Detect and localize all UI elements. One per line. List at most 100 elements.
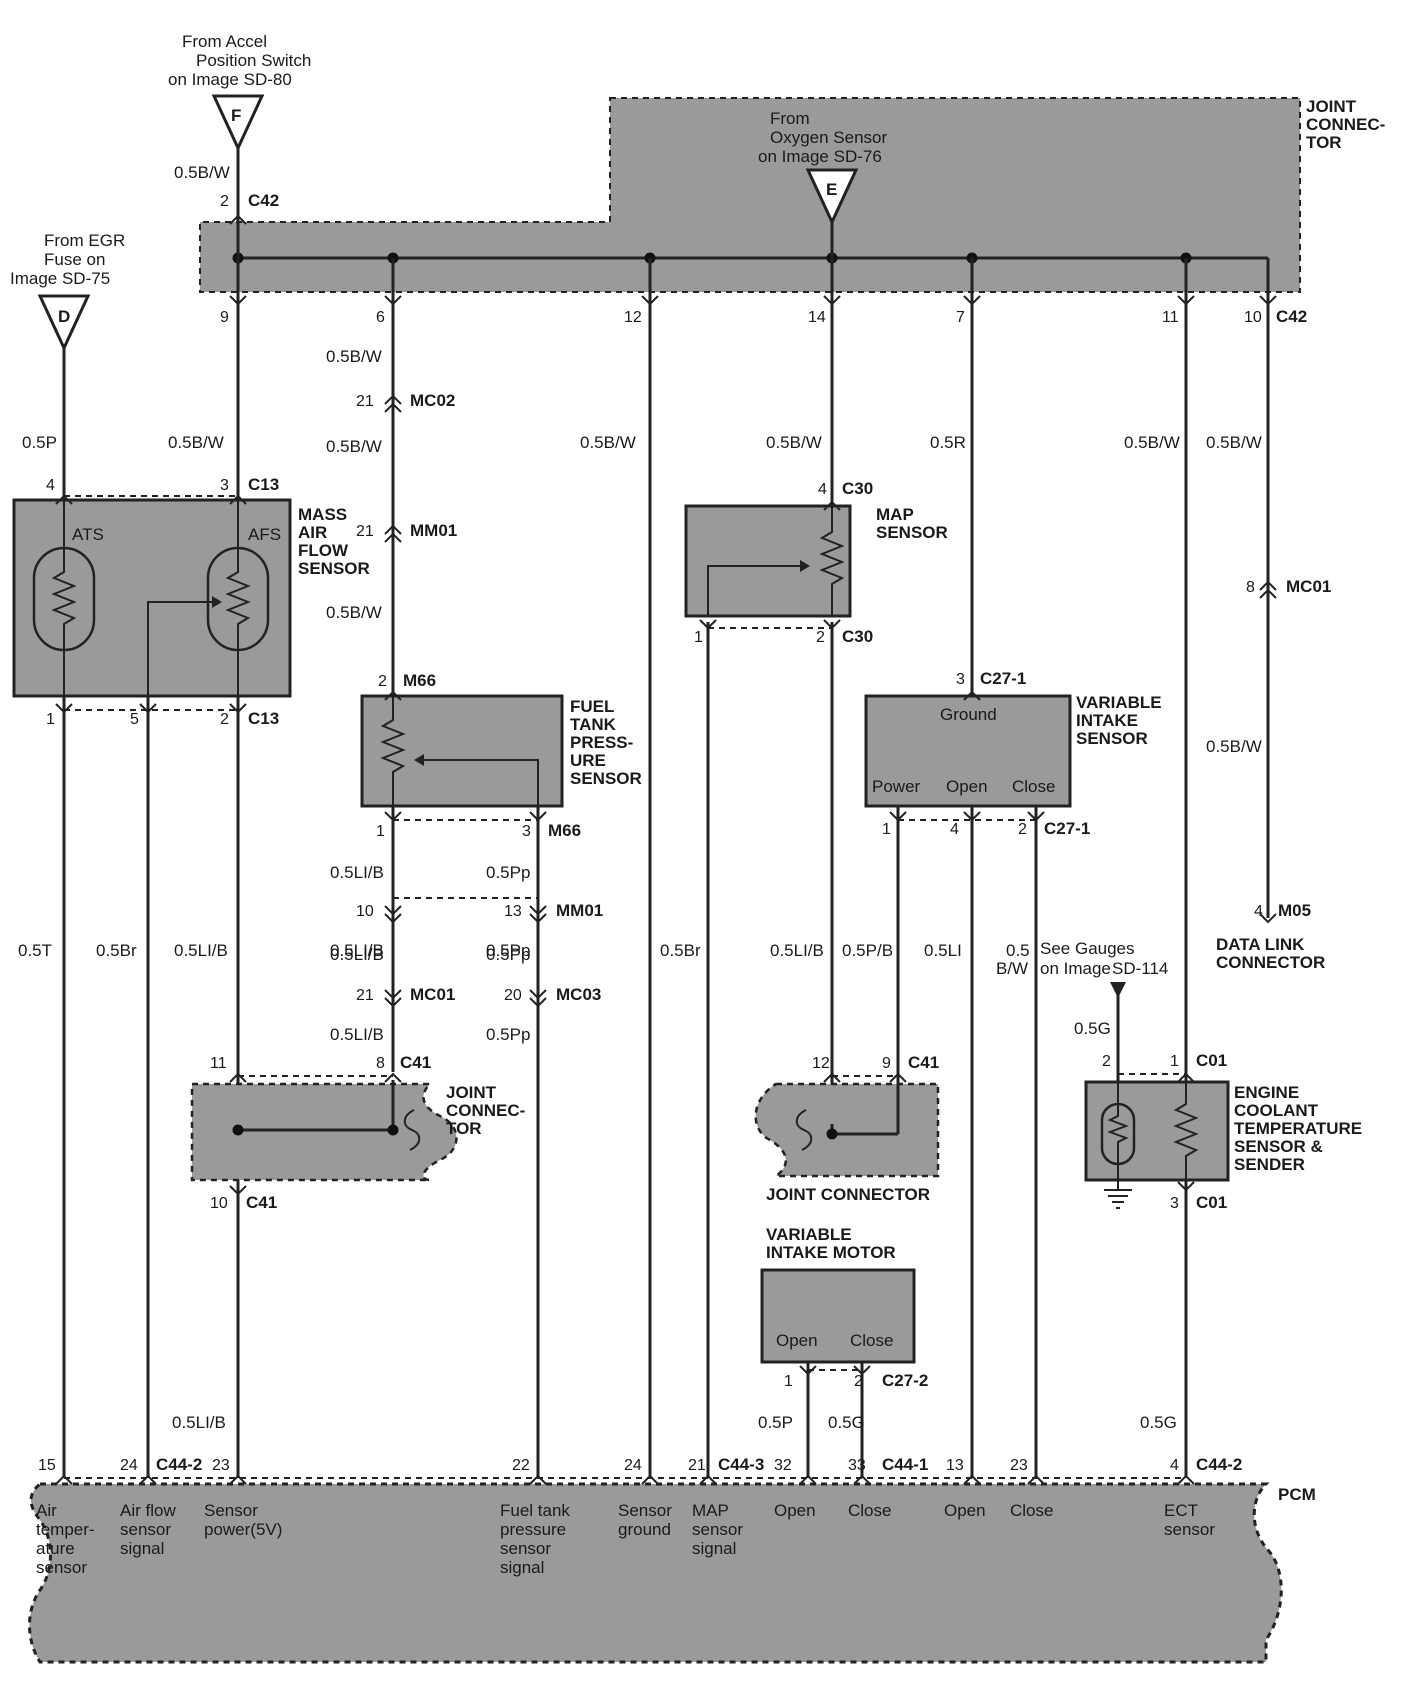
connector-label: C44-1 — [882, 1455, 928, 1474]
map-sensor-label1: MAP — [876, 505, 914, 524]
pin-label: 21 — [688, 1457, 706, 1474]
svg-text:ature: ature — [36, 1539, 75, 1558]
offpage-connector-d — [37, 294, 91, 352]
connector-label: MC03 — [556, 985, 601, 1004]
data-link-connector-label2: CONNECTOR — [1216, 953, 1325, 972]
connector-label: C42 — [248, 191, 279, 210]
connector-label: MC02 — [410, 391, 455, 410]
ftps-label5: SENSOR — [570, 769, 642, 788]
pin-label: 4 — [818, 481, 827, 498]
svg-text:signal: signal — [692, 1539, 736, 1558]
vis-power-label: Power — [872, 777, 921, 796]
pin-label: 11 — [1162, 309, 1179, 326]
svg-text:Air flow: Air flow — [120, 1501, 176, 1520]
pin-label: 10 — [210, 1195, 228, 1212]
pin-label: 3 — [220, 477, 229, 494]
pin-label: 23 — [212, 1457, 230, 1474]
gauges-ref-text2: on Image — [1040, 959, 1111, 978]
jc-left-label1: JOINT — [446, 1083, 497, 1102]
svg-text:signal: signal — [120, 1539, 164, 1558]
wire-label: 0.5LI/B — [330, 1025, 384, 1044]
joint-connector-top-label2: CONNEC- — [1306, 115, 1385, 134]
pcm-func-close2: Close — [1010, 1501, 1053, 1520]
svg-text:Fuel tank: Fuel tank — [500, 1501, 570, 1520]
pcm-label: PCM — [1278, 1485, 1316, 1504]
maf-ats-label: ATS — [72, 525, 104, 544]
connector-label: C27-2 — [882, 1371, 928, 1390]
pcm-func-map: MAP sensor signal — [692, 1501, 743, 1558]
jc-middle-label: JOINT CONNECTOR — [766, 1185, 930, 1204]
wire-label: B/W — [996, 959, 1028, 978]
wire-label: 0.5B/W — [326, 347, 382, 366]
offpage-f-text1: From Accel — [182, 32, 267, 51]
pcm-func-close1: Close — [848, 1501, 891, 1520]
wire-label: 0.5LI/B — [330, 945, 384, 964]
connector-label: C27-1 — [980, 669, 1026, 688]
pin-label: 4 — [950, 821, 959, 838]
pin-label: 1 — [46, 711, 55, 728]
wire-label: 0.5B/W — [1206, 737, 1262, 756]
joint-connector-middle — [754, 1082, 940, 1178]
wire-label: 0.5LI/B — [172, 1413, 226, 1432]
offpage-d-text2: Fuse on — [44, 250, 105, 269]
pin-label: 33 — [848, 1457, 866, 1474]
ect-label1: ENGINE — [1234, 1083, 1299, 1102]
pin-label: 21 — [356, 523, 374, 540]
pin-label: 13 — [504, 903, 522, 920]
maf-label2: AIR — [298, 523, 327, 542]
connector-label: C44-2 — [156, 1455, 202, 1474]
ect-label4: SENSOR & — [1234, 1137, 1323, 1156]
wire-label: 0.5B/W — [1206, 433, 1262, 452]
pin-label: 4 — [1254, 903, 1263, 920]
gauges-ref-text3: SD-114 — [1112, 959, 1168, 978]
vis-label2: INTAKE — [1076, 711, 1138, 730]
ect-label2: COOLANT — [1234, 1101, 1319, 1120]
wire-label: 0.5B/W — [174, 163, 230, 182]
wire-label: 0.5B/W — [168, 433, 224, 452]
pin-label: 21 — [356, 393, 374, 410]
connector-label: C41 — [908, 1053, 939, 1072]
pin-label: 2 — [220, 711, 229, 728]
wire-label: 0.5B/W — [1124, 433, 1180, 452]
joint-connector-top-label3: TOR — [1306, 133, 1342, 152]
svg-text:signal: signal — [500, 1558, 544, 1577]
wire-label: 0.5G — [1140, 1413, 1177, 1432]
pin-label: 2 — [220, 193, 229, 210]
pin-label: 6 — [376, 309, 385, 326]
pin-label: 24 — [120, 1457, 138, 1474]
svg-text:temper-: temper- — [36, 1520, 95, 1539]
wire-label: 0.5Pp — [486, 1025, 530, 1044]
vis-label1: VARIABLE — [1076, 693, 1162, 712]
offpage-d-letter: D — [58, 307, 70, 326]
wire-label: 0.5G — [828, 1413, 865, 1432]
wire-label: 0.5Pp — [486, 941, 530, 960]
offpage-f-text3: on Image SD-80 — [168, 70, 292, 89]
svg-text:sensor: sensor — [692, 1520, 743, 1539]
fuel-tank-pressure-sensor — [360, 694, 564, 808]
vim-label1: VARIABLE — [766, 1225, 852, 1244]
offpage-d-text1: From EGR — [44, 231, 125, 250]
pin-label: 7 — [956, 309, 965, 326]
pcm-module — [28, 1482, 1283, 1664]
maf-label3: FLOW — [298, 541, 349, 560]
vis-label3: SENSOR — [1076, 729, 1148, 748]
svg-text:sensor: sensor — [500, 1539, 551, 1558]
pcm-func-open1: Open — [774, 1501, 816, 1520]
connector-label: C42 — [1276, 307, 1307, 326]
gauges-ref-text1: See Gauges — [1040, 939, 1135, 958]
pin-label: 1 — [694, 629, 703, 646]
connector-label: C44-2 — [1196, 1455, 1242, 1474]
pcm-func-sensor-power: Sensor power(5V) — [204, 1501, 282, 1539]
offpage-e-letter: E — [826, 180, 837, 199]
data-link-connector-label: DATA LINK — [1216, 935, 1305, 954]
connector-label: MC01 — [1286, 577, 1331, 596]
pcm-func-ats: Air temper- ature sensor — [36, 1501, 95, 1577]
vim-close-label: Close — [850, 1331, 893, 1350]
joint-connector-top-area — [200, 98, 1300, 292]
ftps-label1: FUEL — [570, 697, 614, 716]
pin-label: 2 — [816, 629, 825, 646]
wire-label: 0.5Pp — [486, 863, 530, 882]
wire-label: 0.5P — [22, 433, 57, 452]
pin-label: 8 — [376, 1055, 385, 1072]
